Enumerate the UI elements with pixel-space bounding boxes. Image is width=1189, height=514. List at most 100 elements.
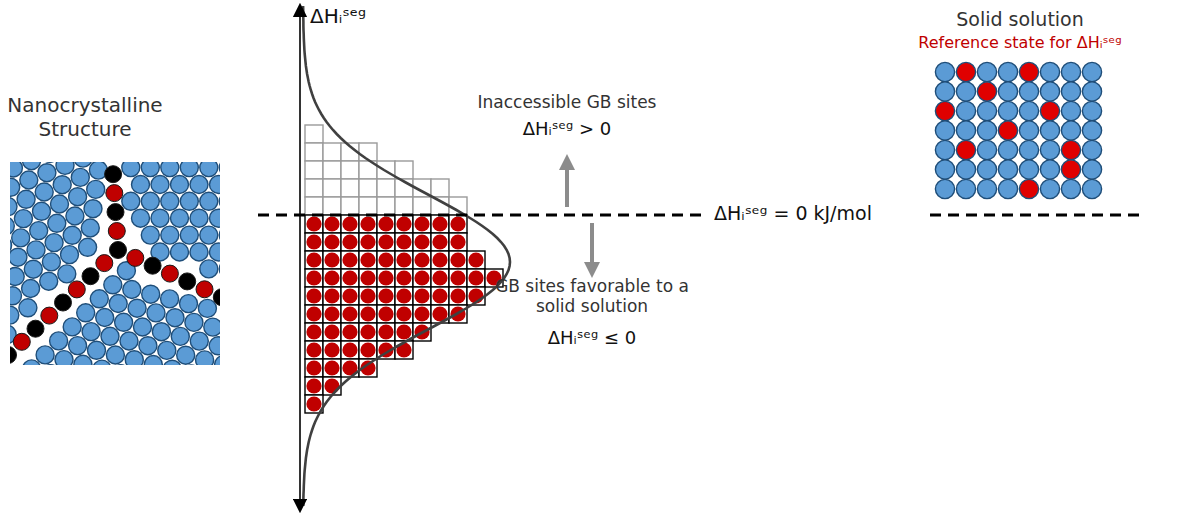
matrix-atom (10, 178, 20, 196)
site-cell (431, 251, 449, 269)
matrix-atom (158, 341, 176, 359)
site-cell (323, 377, 341, 395)
site-cell (431, 215, 449, 233)
site-cell (341, 287, 359, 305)
solute-dot (306, 306, 321, 321)
site-cell (449, 269, 467, 287)
matrix-atom (180, 192, 198, 210)
solute-atom (96, 255, 113, 272)
matrix-atom (204, 318, 220, 336)
matrix-atom (998, 62, 1017, 81)
site-cell (395, 233, 413, 251)
site-cell (377, 269, 395, 287)
matrix-atom (69, 188, 87, 206)
matrix-atom (190, 209, 208, 227)
matrix-atom (151, 176, 169, 194)
solute-dot (414, 234, 429, 249)
matrix-atom (35, 183, 53, 201)
site-cell (413, 251, 431, 269)
matrix-atom (1019, 140, 1038, 159)
site-cell (341, 323, 359, 341)
solute-dot (414, 306, 429, 321)
site-cell (305, 323, 323, 341)
distribution-curve (303, 6, 510, 506)
solute-atom (956, 62, 975, 81)
region-condition: ΔHᵢˢᵉᵍ > 0 (467, 118, 667, 140)
site-cell (359, 233, 377, 251)
gb-atom (27, 320, 44, 337)
gb-atom (179, 273, 196, 290)
matrix-atom (10, 268, 24, 286)
matrix-atom (977, 62, 996, 81)
site-cell (431, 269, 449, 287)
solute-dot (306, 342, 321, 357)
zero-dashed-line (930, 214, 1145, 217)
solute-dot (324, 342, 339, 357)
matrix-atom (132, 176, 150, 194)
solute-atom (68, 281, 85, 298)
matrix-atom (88, 341, 106, 359)
solute-dot (324, 378, 339, 393)
matrix-atom (1082, 62, 1101, 81)
solute-dot (360, 216, 375, 231)
empty-site-cell (341, 179, 359, 197)
site-cell (305, 269, 323, 287)
matrix-atom (120, 332, 138, 350)
solute-dot (378, 270, 393, 285)
site-cell (467, 251, 485, 269)
matrix-atom (51, 195, 69, 213)
solute-dot (396, 216, 411, 231)
site-cell (467, 269, 485, 287)
solute-dot (306, 216, 321, 231)
solute-dot (360, 288, 375, 303)
site-cell (323, 341, 341, 359)
empty-site-cell (305, 161, 323, 179)
matrix-atom (977, 179, 996, 198)
empty-site-cell (305, 143, 323, 161)
matrix-atom (104, 276, 122, 294)
solute-dot (450, 288, 465, 303)
site-cell (305, 251, 323, 269)
solute-dot (450, 216, 465, 231)
matrix-atom (36, 346, 54, 364)
solute-dot (450, 252, 465, 267)
matrix-atom (1061, 121, 1080, 140)
site-cell (305, 377, 323, 395)
matrix-atom (17, 190, 35, 208)
solute-dot (306, 288, 321, 303)
site-cell (341, 269, 359, 287)
solute-dot (378, 216, 393, 231)
site-cell (323, 215, 341, 233)
site-cell (359, 287, 377, 305)
solute-dot (342, 342, 357, 357)
matrix-atom (27, 241, 45, 259)
matrix-atom (161, 192, 179, 210)
matrix-atom (141, 162, 159, 177)
matrix-atom (956, 179, 975, 198)
site-cell (395, 287, 413, 305)
site-cell (341, 233, 359, 251)
solute-dot (450, 234, 465, 249)
matrix-atom (215, 356, 220, 365)
matrix-atom (10, 287, 22, 305)
matrix-atom (935, 121, 954, 140)
site-cell (359, 323, 377, 341)
matrix-atom (190, 243, 208, 261)
site-cell (359, 215, 377, 233)
matrix-atom (79, 238, 97, 256)
matrix-atom (998, 179, 1017, 198)
gb-atom (110, 242, 127, 259)
matrix-atom (152, 323, 170, 341)
empty-site-cell (323, 179, 341, 197)
matrix-atom (219, 162, 220, 177)
solute-dot (324, 288, 339, 303)
solute-atom (41, 307, 58, 324)
matrix-atom (977, 101, 996, 120)
solute-dot (306, 234, 321, 249)
gb-atom (144, 257, 161, 274)
empty-site-cell (305, 125, 323, 143)
matrix-atom (10, 162, 22, 177)
site-cell (395, 305, 413, 323)
solute-atom (1040, 101, 1059, 120)
matrix-atom (180, 162, 198, 177)
